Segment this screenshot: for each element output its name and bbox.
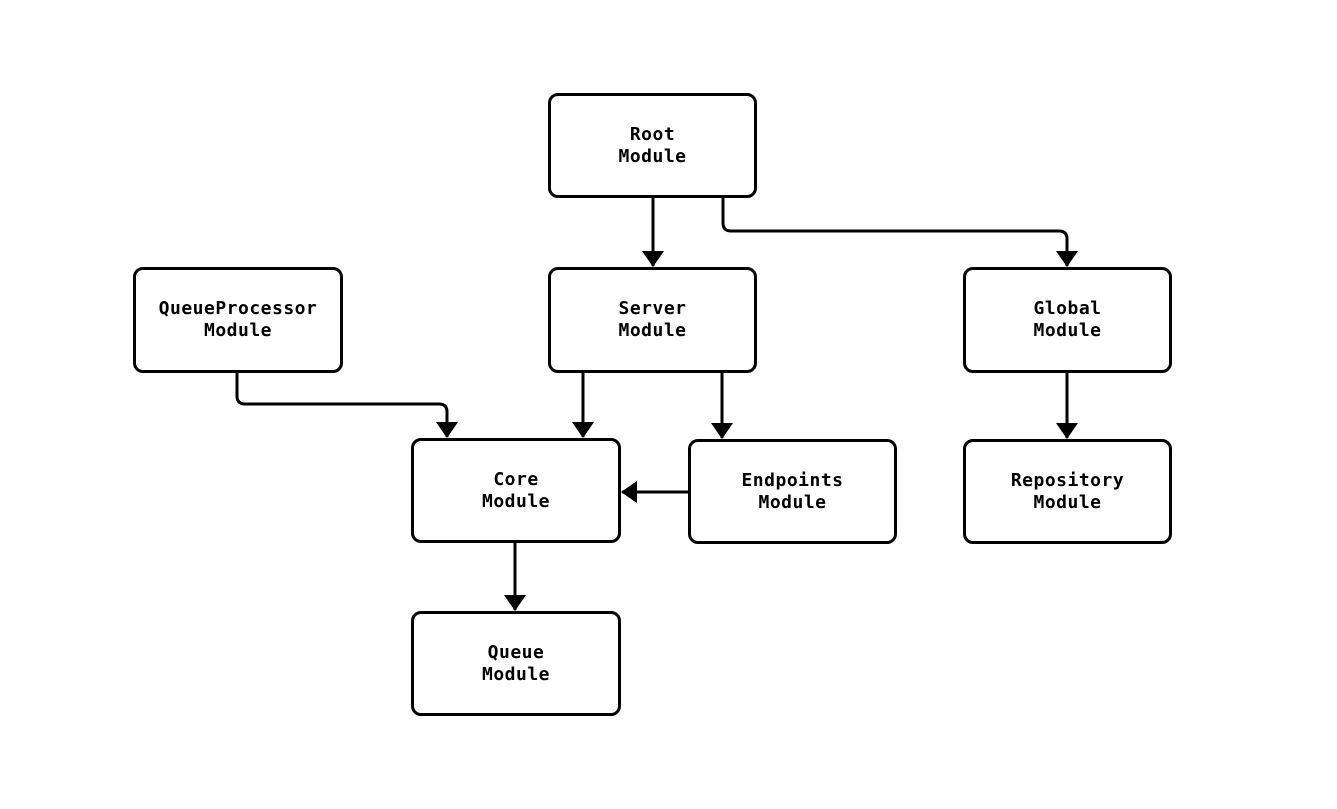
- node-repository-module: Repository Module: [963, 439, 1172, 544]
- edge-queueprocessor-core: [235, 373, 458, 438]
- node-label-type: Module: [1033, 491, 1102, 513]
- node-global-module: Global Module: [963, 267, 1172, 373]
- node-root-module: Root Module: [548, 93, 757, 198]
- node-core-module: Core Module: [411, 438, 621, 543]
- edge-root-global: [721, 198, 1078, 267]
- node-label-name: Global: [1033, 298, 1102, 319]
- node-queueprocessor-module: QueueProcessor Module: [133, 267, 343, 373]
- node-label-type: Module: [1033, 320, 1102, 341]
- node-queue-module: Queue Module: [411, 611, 621, 716]
- node-label-type: Module: [481, 490, 551, 512]
- node-label-type: Module: [618, 320, 687, 341]
- node-label-name: Core: [493, 468, 539, 490]
- node-label-type: Module: [203, 320, 273, 341]
- node-label-name: Root: [629, 123, 676, 145]
- node-label-name: Server: [618, 298, 687, 319]
- node-label-type: Module: [758, 491, 827, 513]
- node-label-name: Endpoints: [741, 469, 844, 491]
- node-label-name: Queue: [487, 641, 545, 663]
- node-label-name: Repository: [1010, 469, 1125, 491]
- node-label-name: QueueProcessor: [158, 298, 318, 319]
- node-endpoints-module: Endpoints Module: [688, 439, 897, 544]
- node-server-module: Server Module: [548, 267, 757, 373]
- node-label-type: Module: [481, 663, 551, 685]
- node-label-type: Module: [618, 145, 687, 167]
